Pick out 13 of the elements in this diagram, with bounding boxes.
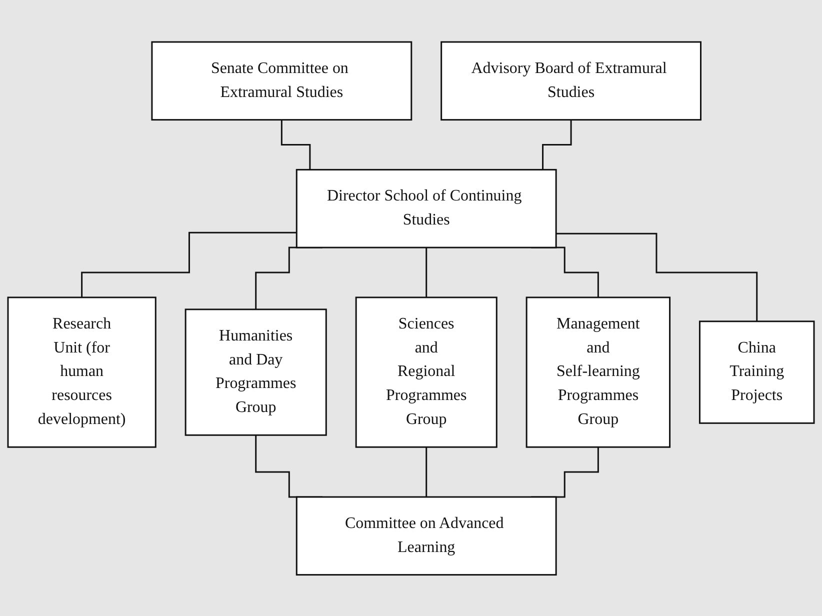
node-box: Humanities and Day Programmes Group <box>184 308 327 436</box>
node-box: Director School of Continuing Studies <box>296 168 557 248</box>
node-box: Research Unit (for human resources development) <box>7 296 156 448</box>
node-box: Committee on Advanced Learning <box>296 496 557 576</box>
node-box: Sciences and Regional Programmes Group <box>355 296 498 448</box>
node-box: China Training Projects <box>698 320 815 424</box>
connector <box>426 246 428 298</box>
connector <box>81 232 297 298</box>
node-box: Management and Self-learning Programmes Group <box>526 296 671 448</box>
node-box: Senate Committee on Extramural Studies <box>151 40 412 120</box>
connector <box>426 446 428 498</box>
node-box: Advisory Board of Extramural Studies <box>440 40 702 120</box>
connector <box>556 232 758 322</box>
